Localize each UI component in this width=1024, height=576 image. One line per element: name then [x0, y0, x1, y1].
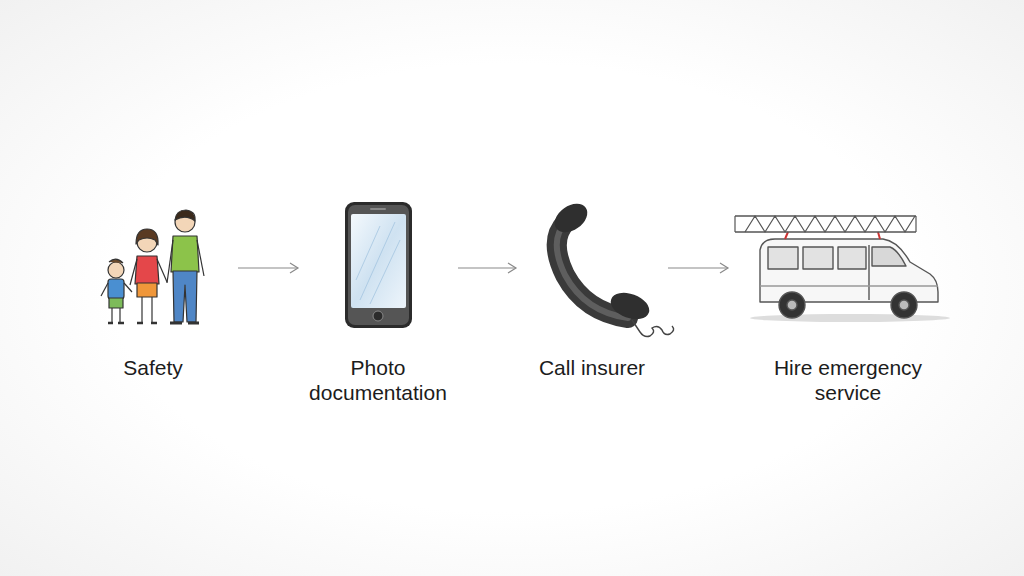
process-step: Hire emergency service — [728, 195, 968, 420]
telephone-handset — [549, 198, 673, 337]
family-figure — [101, 210, 204, 323]
flow-arrow — [238, 263, 298, 273]
process-step: Safety — [68, 195, 238, 420]
step-label: Call insurer — [522, 355, 662, 380]
process-step: Photo documentation — [298, 195, 458, 420]
step-label: Photo documentation — [303, 355, 453, 405]
flow-arrow — [668, 263, 728, 273]
step-label: Hire emergency service — [758, 355, 938, 405]
flow-arrow — [458, 263, 516, 273]
process-step: Call insurer — [516, 195, 668, 420]
phone-illustration — [345, 202, 412, 328]
step-label: Safety — [78, 355, 228, 380]
service-van — [735, 216, 950, 322]
